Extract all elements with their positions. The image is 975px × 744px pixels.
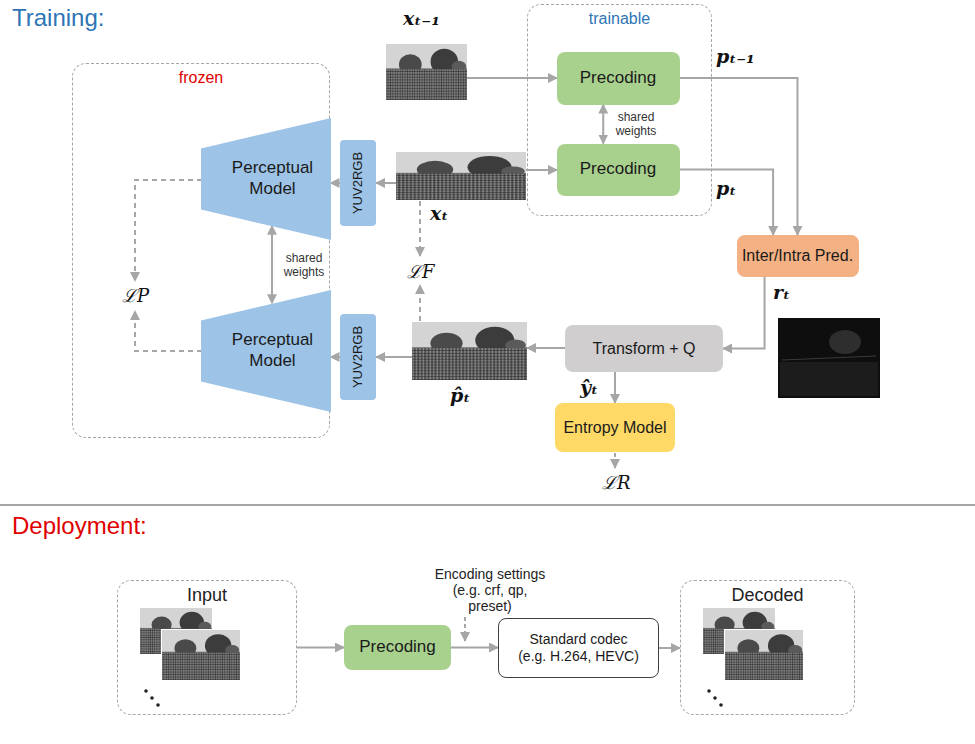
edge-label: rₜ [773, 282, 790, 304]
output-arrow [527, 347, 565, 349]
node-label: Entropy Model [563, 418, 666, 437]
loss-arrow [419, 201, 421, 256]
section-heading: Training: [12, 4, 104, 32]
node-label: Standard codec (e.g. H.264, HEVC) [516, 631, 641, 665]
connector [614, 372, 616, 403]
frame-image [386, 44, 467, 100]
process-box: Inter/Intra Pred. [737, 235, 859, 277]
variable-name: xₜ [430, 203, 448, 225]
ellipsis-dots [707, 689, 723, 707]
converter-box: YUV2RGB [340, 140, 376, 226]
process-box: Precoding [557, 52, 680, 105]
edge-label: pₜ₋₁ [716, 46, 755, 68]
node-label: Precoding [359, 637, 436, 657]
node-label: YUV2RGB [350, 152, 366, 214]
section-separator [0, 504, 975, 506]
section-heading: Deployment: [12, 512, 147, 540]
frame-image [412, 322, 527, 380]
connector [680, 170, 774, 236]
group-box: Decoded [680, 580, 855, 715]
settings-note: Encoding settings (e.g. crf, qp, preset) [432, 566, 548, 614]
variable-name: p̂ₜ [450, 385, 470, 407]
loss-arrow [135, 180, 211, 281]
loss-name: ℒP [122, 283, 149, 307]
group-box: frozenPerceptual ModelPerceptual Model [72, 63, 330, 438]
connector [680, 78, 798, 235]
variable-name: xₜ₋₁ [403, 8, 440, 30]
node-label: YUV2RGB [350, 326, 366, 388]
connector [659, 647, 680, 649]
frame-image [162, 630, 240, 680]
group-title: Decoded [681, 585, 854, 607]
loss-name: ℒF [407, 259, 435, 283]
group-title: frozen [73, 68, 329, 87]
node-label: Inter/Intra Pred. [742, 246, 853, 265]
process-box: Transform + Q [565, 325, 723, 372]
input-arrow [467, 77, 557, 79]
connector [602, 105, 604, 144]
node-label: Perceptual Model [229, 330, 317, 371]
connector [723, 277, 765, 349]
connector [271, 226, 273, 303]
edge-label: shared weights [611, 110, 661, 138]
node-label: Precoding [580, 68, 657, 88]
settings-arrow [464, 617, 466, 641]
node-label: Perceptual Model [229, 158, 317, 199]
node-label: Precoding [580, 159, 657, 179]
perceptual-model: Perceptual Model [201, 118, 331, 240]
process-box: Precoding [344, 625, 451, 670]
connector [331, 356, 341, 358]
input-arrow [376, 182, 396, 184]
loss-arrow [135, 311, 211, 351]
input-arrow [376, 356, 412, 358]
group-box: Input [117, 580, 297, 715]
group-title: trainable [528, 9, 711, 28]
frame-image [725, 630, 803, 680]
loss-name: ℒR [602, 470, 631, 494]
loss-arrow [614, 453, 616, 468]
edge-label: shared weights [279, 251, 329, 279]
edge-label: pₜ [716, 178, 736, 200]
process-box: Entropy Model [555, 403, 675, 452]
edge-label: ŷₜ [580, 377, 598, 399]
connector [331, 182, 341, 184]
process-box: Precoding [557, 144, 680, 196]
input-arrow [526, 169, 557, 171]
residual-image [778, 318, 880, 398]
ellipsis-dots [144, 689, 160, 707]
perceptual-model: Perceptual Model [201, 290, 331, 412]
frame-image [161, 629, 241, 681]
frame-image [396, 152, 526, 200]
connector [451, 647, 498, 649]
frame-image [724, 629, 804, 681]
codec-box: Standard codec (e.g. H.264, HEVC) [498, 618, 659, 678]
node-label: Transform + Q [593, 339, 696, 358]
connector [297, 647, 344, 649]
converter-box: YUV2RGB [340, 314, 376, 400]
group-title: Input [118, 585, 296, 607]
loss-arrow [419, 285, 421, 321]
